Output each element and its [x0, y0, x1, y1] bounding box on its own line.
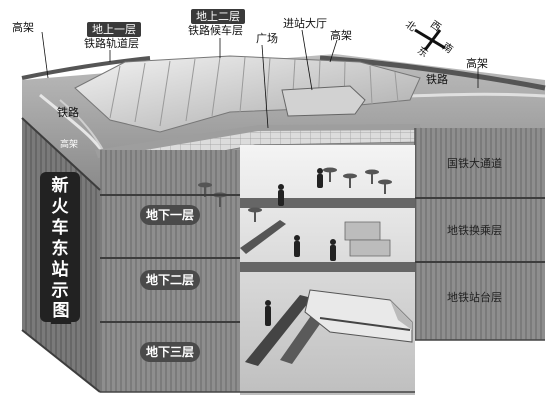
title-char: 新: [51, 176, 69, 196]
floor-b1-label: 地下一层: [140, 205, 201, 225]
b2-gates: [344, 221, 391, 257]
elevated-label-right: 高架: [466, 57, 488, 70]
plaza-label: 广场: [256, 32, 278, 45]
level1-tag: 地上一层: [86, 21, 142, 38]
elevated-label-left: 高架: [12, 21, 34, 34]
title-char: 示: [51, 281, 69, 301]
escalator-b3: [245, 295, 312, 366]
room-national-rail: 国铁大通道: [447, 157, 502, 170]
rail-platform-edge: [95, 124, 420, 158]
elevated-label-top: 高架: [330, 29, 352, 42]
b1-floor-slab: [240, 198, 415, 208]
roof-ribs: [109, 56, 399, 127]
title-char: 站: [51, 260, 69, 280]
rail-label-right: 铁路: [426, 73, 448, 86]
title-char: 东: [51, 239, 69, 259]
leader-lines: [41, 29, 479, 129]
metro-train-nose: [390, 300, 412, 330]
title-char: 火: [51, 197, 69, 217]
elevated-road-left: [21, 56, 151, 80]
entry-hall-label: 进站大厅: [283, 17, 327, 30]
room-metro-transfer: 地铁换乘层: [447, 224, 502, 237]
room-metro-platform: 地铁站台层: [447, 291, 502, 304]
metro-train-stripe: [319, 317, 411, 331]
rail-label-left: 铁路: [57, 106, 79, 119]
title-char-last: 图: [51, 302, 71, 324]
elevated-road-right: [319, 55, 546, 91]
floor-dividers: [21, 117, 545, 393]
title-char: 车: [51, 218, 69, 238]
station-roof: [74, 55, 421, 133]
level1-name: 铁路轨道层: [84, 37, 139, 50]
b1-furniture: [198, 167, 392, 222]
escalator-b2: [240, 220, 286, 254]
compass-icon: [414, 28, 446, 51]
b2-floor-slab: [240, 262, 415, 272]
front-wall-right: [415, 128, 545, 340]
elevated-label-small: 高架: [60, 140, 79, 150]
floor-b3-label: 地下三层: [140, 342, 201, 362]
level2-tag: 地上二层: [190, 8, 246, 25]
floor-b2-label: 地下二层: [140, 270, 201, 290]
entry-hall-block: [281, 85, 366, 117]
level2-name: 铁路候车层: [188, 24, 243, 37]
diagram-title: 新 火 车 东 站 示 意: [40, 172, 80, 322]
